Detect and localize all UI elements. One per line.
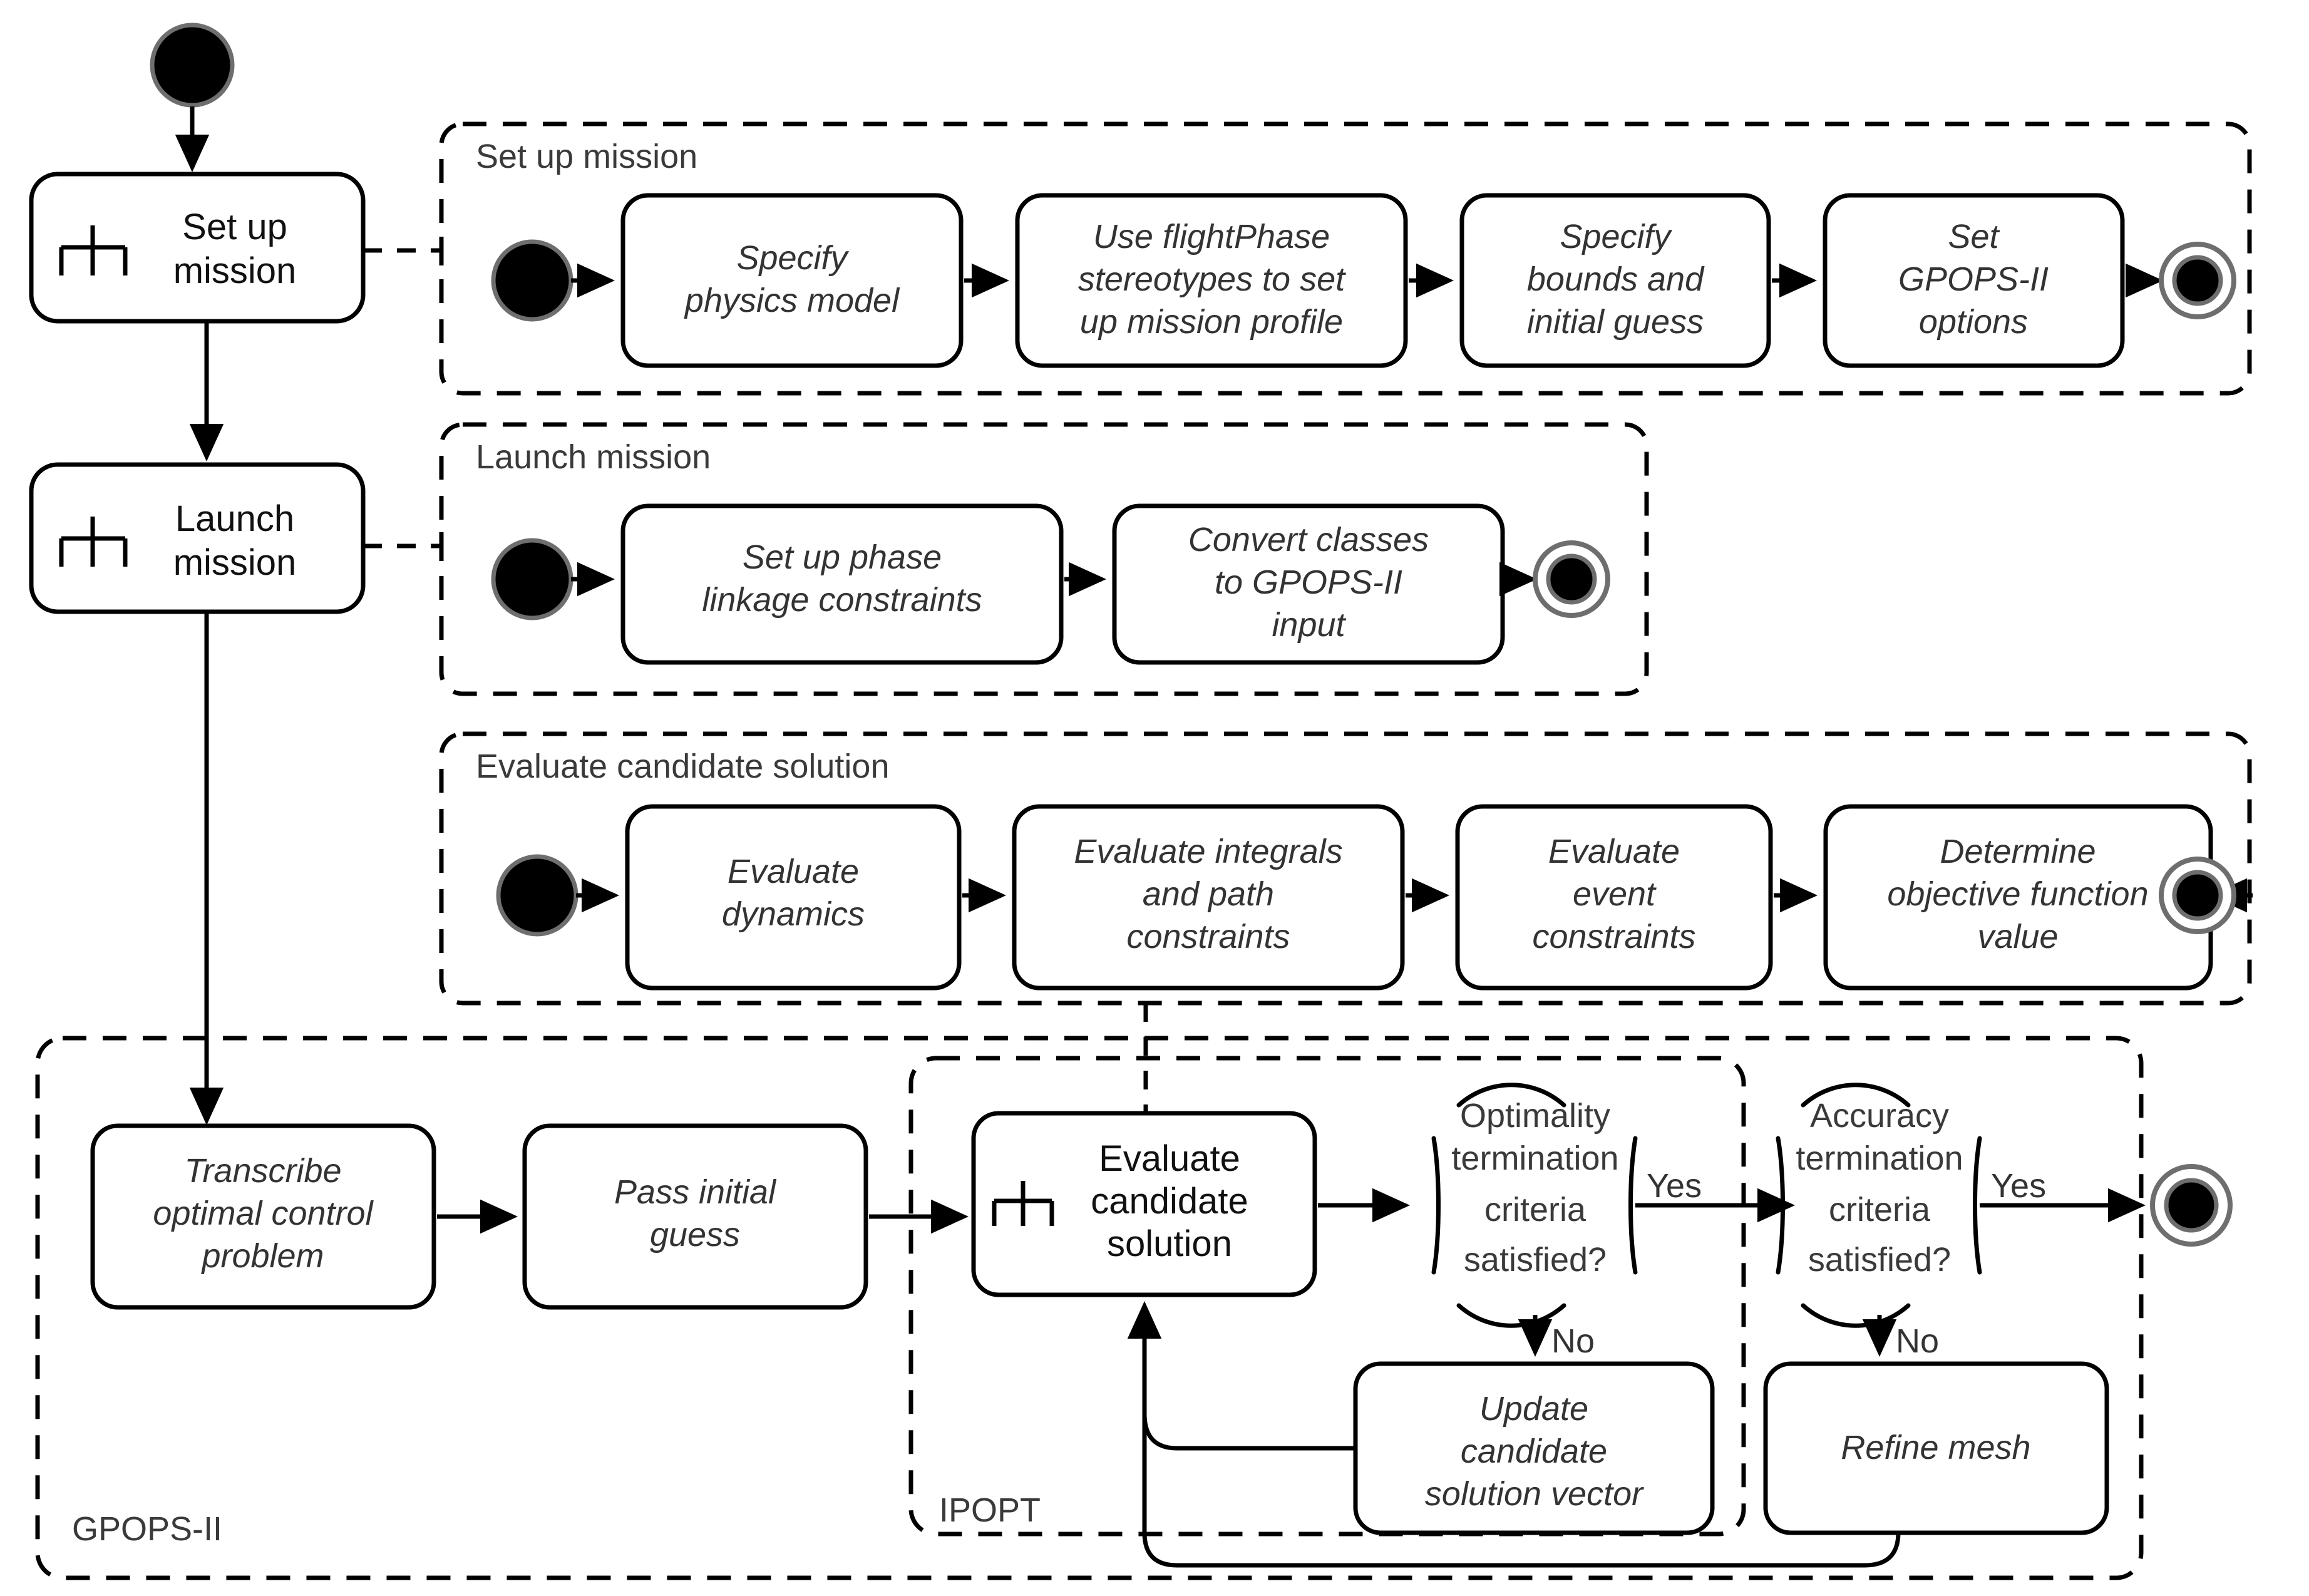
action-evaluate-candidate-solution[interactable]: Evaluate candidate solution bbox=[971, 1111, 1317, 1297]
activity-set-up-mission[interactable]: Set up mission bbox=[29, 172, 366, 324]
lane-set-up-mission: Set up mission Specify physics model Use… bbox=[439, 121, 2252, 396]
action-label-line: bounds and bbox=[1527, 260, 1705, 298]
decision-label-line: criteria bbox=[1829, 1191, 1931, 1228]
action-label-line: Set up phase bbox=[743, 538, 942, 576]
lane-final-node bbox=[1533, 540, 1610, 618]
flow-refine-mesh-feedback bbox=[1142, 1305, 1901, 1568]
activity-label-line1: Set up bbox=[182, 207, 287, 247]
decision-label-line: Accuracy bbox=[1810, 1097, 1949, 1135]
action-label-line: up mission profile bbox=[1080, 303, 1343, 341]
action-specify-physics-model[interactable]: Specify physics model bbox=[620, 193, 964, 368]
action-label-line: Specify bbox=[1560, 218, 1672, 255]
action-label-line: Convert classes bbox=[1188, 521, 1429, 559]
action-label-line: physics model bbox=[684, 282, 900, 319]
action-label-line: Use flightPhase bbox=[1093, 218, 1330, 255]
lane-final-node bbox=[2159, 857, 2236, 934]
action-label-line: solution bbox=[1107, 1223, 1232, 1264]
action-specify-bounds-initial-guess[interactable]: Specify bounds and initial guess bbox=[1459, 193, 1771, 368]
lane-final-node bbox=[2159, 242, 2236, 319]
edge-label-no: No bbox=[1551, 1322, 1595, 1360]
action-label-line: Specify bbox=[736, 239, 849, 277]
region-gpops-ii: GPOPS-II bbox=[35, 1036, 2144, 1580]
initial-node bbox=[150, 23, 235, 108]
edge-label-no: No bbox=[1896, 1322, 1939, 1360]
action-label-line: guess bbox=[650, 1216, 740, 1254]
action-convert-classes-to-gpops-input[interactable]: Convert classes to GPOPS-II input bbox=[1112, 503, 1505, 665]
action-label-line: Refine mesh bbox=[1841, 1429, 2030, 1466]
region-label-gpops: GPOPS-II bbox=[72, 1510, 222, 1548]
action-label-line: candidate bbox=[1461, 1433, 1607, 1470]
action-label-line: problem bbox=[200, 1237, 324, 1275]
action-determine-objective-function-value[interactable]: Determine objective function value bbox=[1823, 804, 2213, 991]
rake-icon bbox=[59, 517, 128, 567]
action-label-line: optimal control bbox=[153, 1195, 374, 1232]
action-label-line: candidate bbox=[1091, 1181, 1248, 1222]
action-label-line: stereotypes to set bbox=[1078, 260, 1346, 298]
action-label-line: GPOPS-II bbox=[1898, 260, 2049, 298]
action-label-line: Transcribe bbox=[184, 1152, 341, 1190]
lane-initial-node bbox=[491, 538, 573, 620]
lane-title: Set up mission bbox=[476, 138, 697, 175]
action-label-line: Update bbox=[1479, 1390, 1588, 1428]
activity-final-node bbox=[2150, 1164, 2233, 1247]
decision-accuracy-termination[interactable]: Accuracy termination criteria satisfied? bbox=[1776, 1083, 1982, 1328]
action-label-line: initial guess bbox=[1527, 303, 1704, 341]
action-label-line: input bbox=[1272, 606, 1346, 644]
lane-title: Evaluate candidate solution bbox=[476, 748, 889, 785]
action-set-up-phase-linkage-constraints[interactable]: Set up phase linkage constraints bbox=[620, 503, 1064, 665]
decision-optimality-termination[interactable]: Optimality termination criteria satisfie… bbox=[1431, 1083, 1638, 1328]
region-ipopt: IPOPT bbox=[908, 1056, 1746, 1537]
action-label-line: to GPOPS-II bbox=[1215, 564, 1402, 601]
action-label-line: and path bbox=[1143, 875, 1274, 913]
action-label-line: solution vector bbox=[1425, 1475, 1644, 1513]
lane-launch-mission: Launch mission Set up phase linkage cons… bbox=[439, 422, 1649, 696]
flow-update-feedback bbox=[1127, 1300, 1355, 1451]
lane-evaluate-candidate-solution: Evaluate candidate solution Evaluate dyn… bbox=[439, 731, 2253, 1006]
action-label-line: Set bbox=[1948, 218, 2000, 255]
activity-launch-mission[interactable]: Launch mission bbox=[29, 462, 366, 614]
edge-label-yes: Yes bbox=[1991, 1167, 2046, 1205]
edge-label-yes: Yes bbox=[1647, 1167, 1702, 1205]
action-label-line: event bbox=[1573, 875, 1657, 913]
lane-title: Launch mission bbox=[476, 438, 711, 476]
action-pass-initial-guess[interactable]: Pass initial guess bbox=[522, 1123, 868, 1310]
action-transcribe-optimal-control-problem[interactable]: Transcribe optimal control problem bbox=[90, 1123, 436, 1310]
action-label-line: constraints bbox=[1532, 918, 1695, 955]
activity-label-line2: mission bbox=[173, 542, 297, 583]
action-label-line: Determine bbox=[1940, 833, 2096, 870]
action-set-gpops-ii-options[interactable]: Set GPOPS-II options bbox=[1823, 193, 2125, 368]
action-evaluate-event-constraints[interactable]: Evaluate event constraints bbox=[1455, 804, 1773, 991]
action-label-line: Evaluate bbox=[1548, 833, 1680, 870]
action-label-line: options bbox=[1919, 303, 2028, 341]
action-refine-mesh[interactable]: Refine mesh bbox=[1763, 1361, 2109, 1535]
decision-label-line: termination bbox=[1451, 1140, 1618, 1177]
action-label-line: dynamics bbox=[722, 895, 865, 933]
action-use-flightphase-stereotypes[interactable]: Use flightPhase stereotypes to set up mi… bbox=[1015, 193, 1408, 368]
activity-label-line1: Launch bbox=[175, 498, 294, 539]
action-update-candidate-solution-vector[interactable]: Update candidate solution vector bbox=[1353, 1361, 1715, 1535]
rake-icon bbox=[59, 225, 128, 275]
decision-label-line: criteria bbox=[1484, 1191, 1586, 1228]
action-label-line: value bbox=[1977, 918, 2058, 955]
action-evaluate-integrals-and-path-constraints[interactable]: Evaluate integrals and path constraints bbox=[1012, 804, 1405, 991]
action-label-line: Evaluate integrals bbox=[1074, 833, 1342, 870]
activity-label-line2: mission bbox=[173, 250, 297, 291]
action-label-line: Evaluate bbox=[1099, 1138, 1240, 1179]
action-label-line: objective function bbox=[1887, 875, 2148, 913]
decision-label-line: Optimality bbox=[1460, 1097, 1610, 1135]
lane-initial-node bbox=[496, 854, 579, 937]
action-evaluate-dynamics[interactable]: Evaluate dynamics bbox=[625, 804, 962, 991]
lane-initial-node bbox=[491, 239, 573, 322]
action-label-line: constraints bbox=[1126, 918, 1290, 955]
action-label-line: Pass initial bbox=[614, 1173, 777, 1211]
decision-label-line: satisfied? bbox=[1464, 1241, 1607, 1279]
action-label-line: linkage constraints bbox=[702, 581, 982, 619]
region-label-ipopt: IPOPT bbox=[939, 1491, 1041, 1529]
decision-label-line: satisfied? bbox=[1808, 1241, 1951, 1279]
action-label-line: Evaluate bbox=[728, 853, 859, 890]
decision-label-line: termination bbox=[1796, 1140, 1963, 1177]
rake-icon bbox=[992, 1181, 1054, 1226]
